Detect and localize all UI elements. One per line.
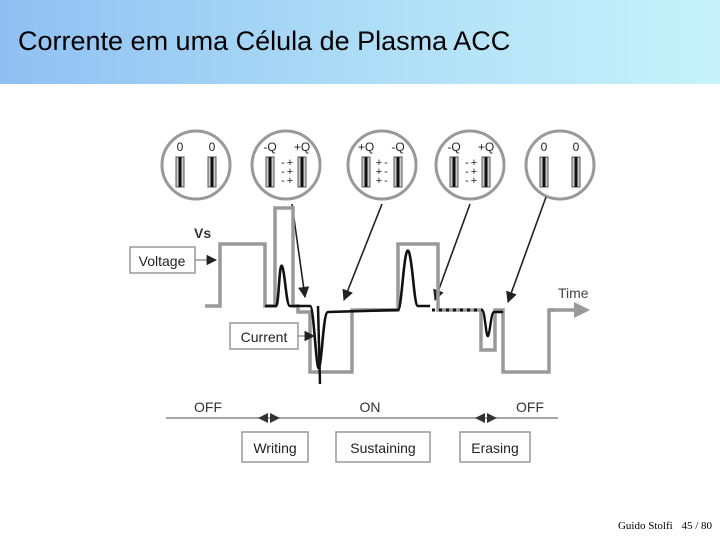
cell-right-sign: + (287, 166, 293, 178)
state-on: ON (360, 399, 381, 415)
slide-title: Corrente em uma Célula de Plasma ACC (18, 26, 511, 56)
cell-right-sign: - (384, 175, 388, 187)
cell-left-charge: -Q (263, 140, 276, 154)
cell-left-sign: - (465, 166, 469, 178)
phase-writing-box (241, 431, 309, 463)
voltage-label-box (129, 246, 196, 274)
cell-circle: -Q+Q-+-+-+ (250, 129, 322, 201)
state-marker-right (475, 413, 497, 423)
time-label: Time (558, 285, 589, 301)
cell-left-sign: - (465, 175, 469, 187)
cell-left-sign: - (281, 175, 285, 187)
cell-left-sign: + (376, 166, 382, 178)
cell-circle: +Q -Q +-+-+- (346, 129, 418, 201)
voltage-label: Voltage (139, 253, 186, 269)
cell-left-charge: +Q (358, 140, 374, 154)
state-marker-left (258, 413, 280, 423)
current-erase-pulse (480, 308, 503, 338)
cell-left-sign: - (465, 157, 469, 169)
current-label: Current (241, 329, 288, 345)
cell-right-sign: + (287, 175, 293, 187)
pointer-line (506, 196, 547, 304)
cell-right-sign: - (384, 157, 388, 169)
cell-right-sign: + (287, 157, 293, 169)
pointer-line (342, 203, 383, 302)
cell-right-charge: 0 (209, 140, 216, 154)
footer-page-number: 45 / 80 (681, 520, 712, 532)
cell-left-sign: - (281, 166, 285, 178)
state-off-right: OFF (516, 399, 544, 415)
pointer-line (433, 203, 471, 302)
phase-writing: Writing (253, 440, 296, 456)
cell-left-sign: - (281, 157, 285, 169)
cell-left-sign: + (376, 175, 382, 187)
cell-right-sign: + (471, 175, 477, 187)
slide-footer: Guido Stolfi 45 / 80 (612, 520, 712, 532)
cell-left-charge: -Q (447, 140, 460, 154)
cell-right-charge: -Q (391, 140, 404, 154)
cell-left-charge: 0 (541, 140, 548, 154)
cell-right-charge: +Q (478, 140, 494, 154)
cell-right-charge: 0 (573, 140, 580, 154)
state-off-left: OFF (194, 399, 222, 415)
phase-erasing-box (459, 431, 531, 463)
cell-right-sign: + (471, 166, 477, 178)
cell-right-sign: - (384, 166, 388, 178)
pointer-lines (291, 196, 547, 304)
footer-author: Guido Stolfi (617, 520, 673, 532)
cell-left-charge: 0 (177, 140, 184, 154)
title-bar: Corrente em uma Célula de Plasma ACC (0, 0, 720, 84)
cell-circle: -Q+Q-+-+-+ (434, 129, 506, 201)
writing-current-spike (316, 305, 322, 385)
vs-label: Vs (194, 225, 211, 241)
cell-left-sign: + (376, 157, 382, 169)
current-waveform (265, 249, 430, 370)
phase-sustaining: Sustaining (350, 440, 415, 456)
current-label-box (229, 322, 299, 350)
time-axis-arrowhead (574, 302, 590, 318)
cell-right-charge: +Q (294, 140, 310, 154)
phase-sustaining-box (335, 431, 431, 463)
phase-erasing: Erasing (471, 440, 518, 456)
cell-right-sign: + (471, 157, 477, 169)
